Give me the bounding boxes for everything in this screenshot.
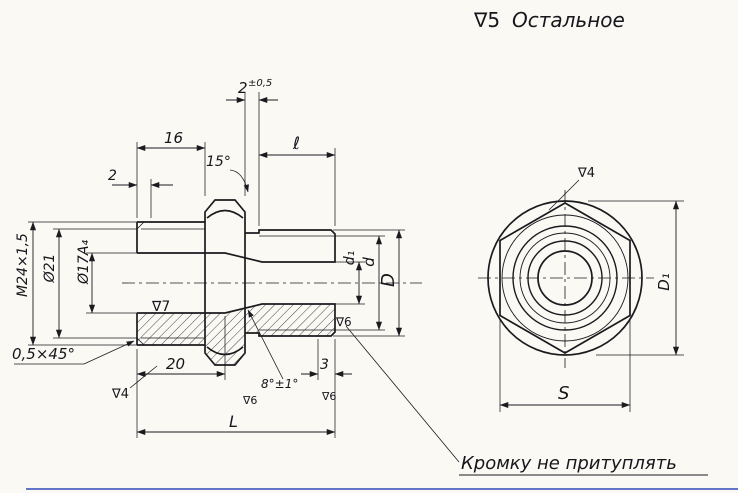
dim-d-label: d	[360, 257, 378, 267]
dim-3-label: 3	[320, 357, 329, 373]
dim-20-label: 20	[166, 355, 185, 373]
roughness-6-mid-mark: ∇6	[242, 394, 257, 407]
dia-17-label: Ø17A₄	[76, 240, 92, 285]
roughness-6-right-mark: ∇6	[335, 315, 352, 329]
dim-16-label: 16	[164, 129, 183, 147]
edge-note-text: Кромку не притуплять	[461, 453, 677, 474]
thread-m24-label: M24×1,5	[15, 233, 31, 297]
thread-lines	[136, 221, 333, 346]
end-view-dimension-lines	[499, 200, 680, 409]
roughness-4-top-mark: ∇4	[577, 166, 595, 181]
hex-nut-face	[487, 200, 643, 356]
leader-lines	[14, 169, 460, 463]
roughness-7-mark: ∇7	[151, 299, 170, 315]
chamfer-label: 0,5×45°	[12, 345, 75, 363]
general-roughness-symbol: ∇5	[473, 8, 500, 32]
dim-2-top-tolerance: ±0,5	[248, 78, 272, 89]
dim-S-label: S	[558, 383, 569, 404]
dia-21-label: Ø21	[42, 254, 58, 284]
roughness-6-bottom-mark: ∇6	[321, 390, 336, 403]
side-view	[14, 92, 460, 463]
angle-8-label: 8°±1°	[261, 377, 298, 391]
section-hatching	[137, 304, 335, 365]
part-outline	[136, 199, 336, 366]
dim-L-label: L	[229, 412, 238, 431]
general-roughness-text: Остальное	[512, 8, 625, 32]
angle-15-label: 15°	[206, 154, 231, 170]
dimension-lines	[29, 96, 403, 436]
end-view	[478, 179, 684, 412]
dim-2-top-label: 2	[238, 79, 248, 97]
dim-D-label: D	[378, 273, 399, 287]
dim-ell-label: ℓ	[292, 134, 300, 154]
end-view-leaders	[548, 179, 580, 211]
dim-2-left-label: 2	[108, 168, 117, 184]
end-view-center-lines	[478, 190, 654, 368]
dim-D1-label: D₁	[655, 273, 673, 291]
roughness-4-left-mark: ∇4	[111, 387, 129, 402]
dim-d1-label: d₁	[342, 251, 358, 266]
end-view-extension-lines	[499, 200, 684, 412]
